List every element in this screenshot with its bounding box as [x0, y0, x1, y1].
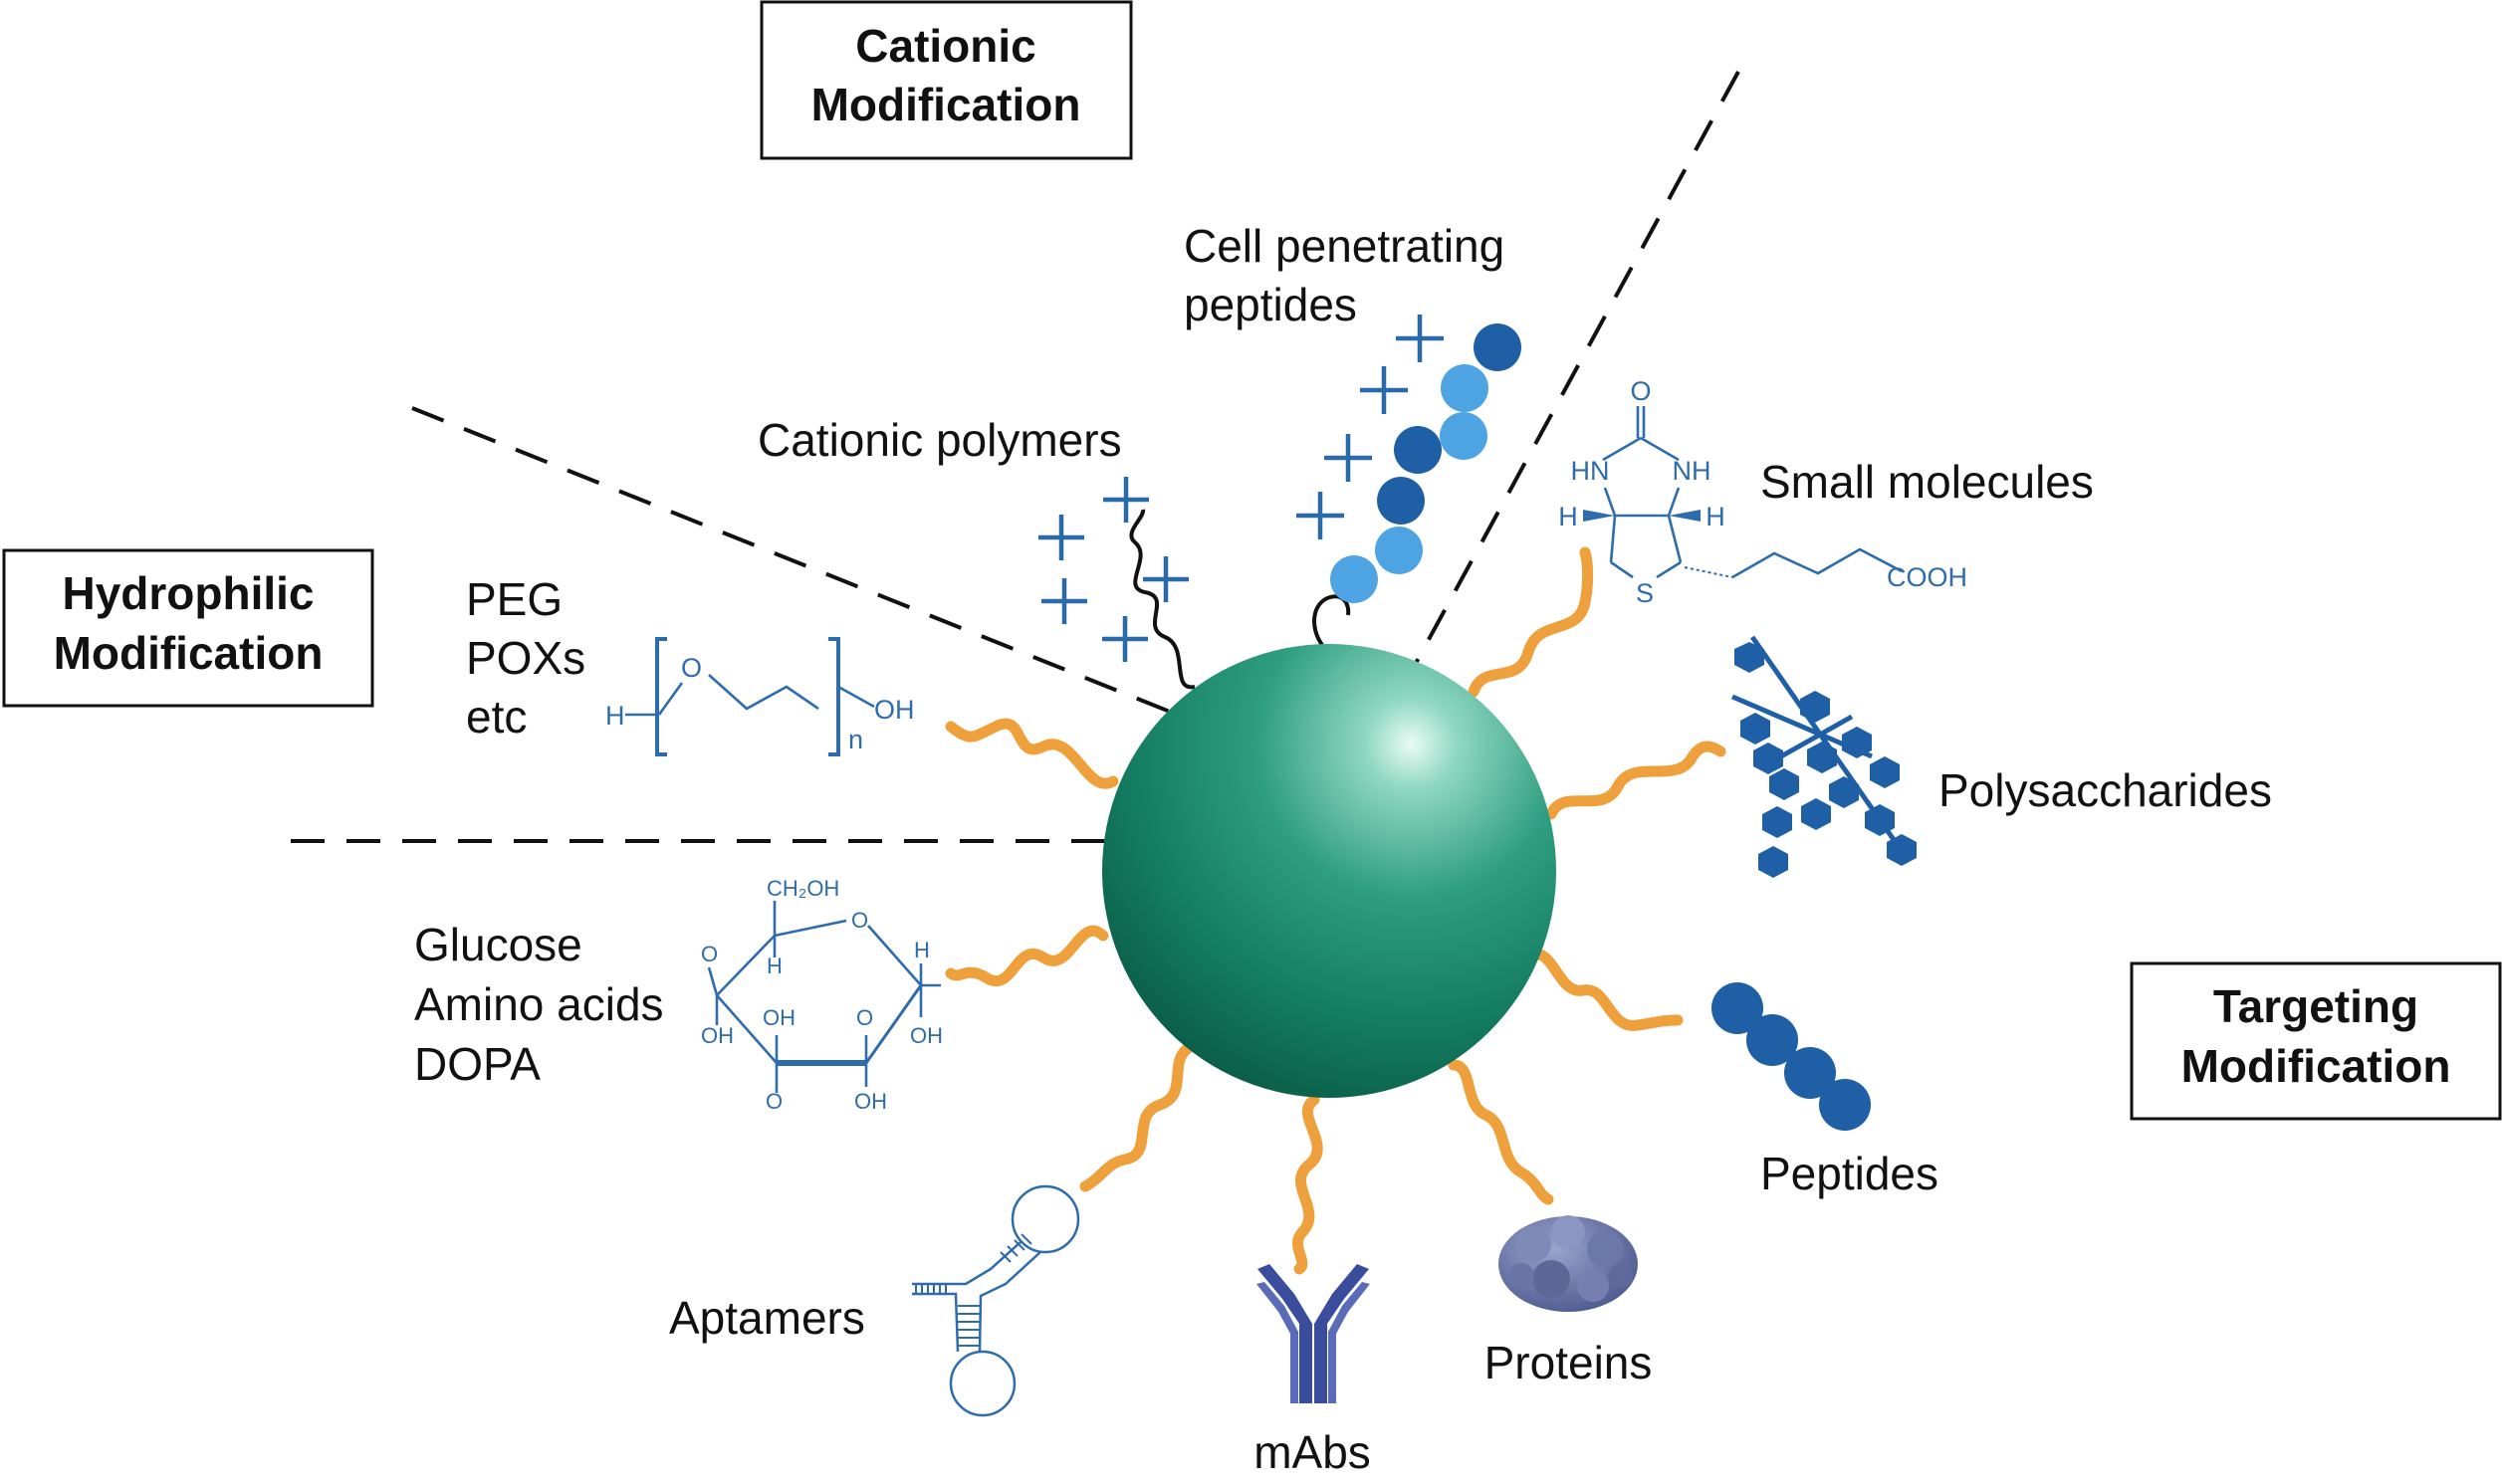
hydrophilic-item-1: PEG [466, 573, 563, 625]
glucose-structure: CH₂OH O H H O OH OH O O OH OH [701, 876, 943, 1114]
small-molecules-label: Small molecules [1760, 456, 2094, 508]
biotin-hn: HN [1571, 456, 1610, 486]
polysaccharide-structure [1731, 635, 1917, 878]
biotin-o: O [1630, 376, 1651, 406]
biotin-s: S [1636, 578, 1654, 608]
separator-upper-left [411, 406, 1171, 714]
separator-upper-right [1412, 71, 1740, 668]
hydrophilic-modification-box: Hydrophilic Modification [2, 548, 374, 708]
peg-o: O [681, 653, 702, 683]
peg-h: H [605, 701, 625, 731]
targeting-box-line2: Modification [2181, 1040, 2451, 1092]
cationic-polymers-label: Cationic polymers [758, 414, 1122, 466]
cpp-tether [1312, 594, 1351, 647]
cpp-label-line1: Cell penetrating [1184, 220, 1504, 272]
glucose-oh2: OH [763, 1005, 796, 1030]
nanoparticle-sphere [1102, 644, 1556, 1098]
glucose-h1: H [767, 954, 783, 978]
cationic-polymer-tether [1129, 509, 1196, 690]
glucose-oh4: OH [854, 1089, 887, 1114]
hydrophilic-item-2: POXs [466, 632, 585, 684]
targeting-modification-box: Targeting Modification [2130, 961, 2502, 1121]
ligand-item-2: Amino acids [414, 978, 664, 1030]
peg-structure: H O n OH [605, 637, 915, 756]
ligand-item-1: Glucose [414, 919, 582, 970]
glucose-o3: O [766, 1089, 783, 1114]
glucose-oh6: OH [910, 1023, 943, 1048]
protein-icon [1498, 1215, 1638, 1312]
hydrophilic-box-line2: Modification [54, 627, 324, 679]
biotin-structure: O HN NH H H S COOH [1558, 376, 1967, 608]
aptamers-label: Aptamers [669, 1292, 865, 1344]
proteins-label: Proteins [1484, 1337, 1653, 1388]
cpp-label-line2: peptides [1184, 279, 1357, 330]
polysaccharides-label: Polysaccharides [1938, 764, 2272, 816]
glucose-o-left: O [701, 942, 718, 966]
linkers [945, 546, 1726, 1275]
biotin-cooh: COOH [1887, 562, 1967, 592]
glucose-oh1: OH [701, 1023, 734, 1048]
cpp-plus-charges [1296, 315, 1444, 539]
peg-n: n [848, 725, 863, 754]
ligand-item-3: DOPA [414, 1038, 541, 1090]
glucose-ch2oh: CH₂OH [767, 876, 839, 901]
aptamer-structure [912, 1184, 1080, 1417]
mabs-label: mAbs [1253, 1426, 1371, 1478]
peg-oh: OH [874, 695, 915, 725]
targeting-box-line1: Targeting [2213, 980, 2418, 1032]
biotin-nh: NH [1673, 456, 1711, 486]
cpp-bead-chain [1330, 323, 1521, 603]
antibody-icon [1256, 1264, 1370, 1403]
glucose-ring-o: O [851, 908, 868, 933]
peptides-label: Peptides [1760, 1148, 1938, 1199]
glucose-h2: H [914, 938, 930, 962]
cationic-box-line1: Cationic [855, 20, 1035, 72]
hydrophilic-box-line1: Hydrophilic [62, 567, 314, 619]
cationic-polymer-plus-charges [1038, 477, 1189, 662]
biotin-h-left: H [1558, 502, 1578, 531]
glucose-o5: O [856, 1005, 873, 1030]
biotin-h-right: H [1706, 502, 1725, 531]
cationic-modification-box: Cationic Modification [760, 0, 1133, 160]
hydrophilic-item-3: etc [466, 691, 527, 742]
cationic-box-line2: Modification [811, 79, 1081, 130]
targeting-peptide-chain [1711, 982, 1871, 1131]
